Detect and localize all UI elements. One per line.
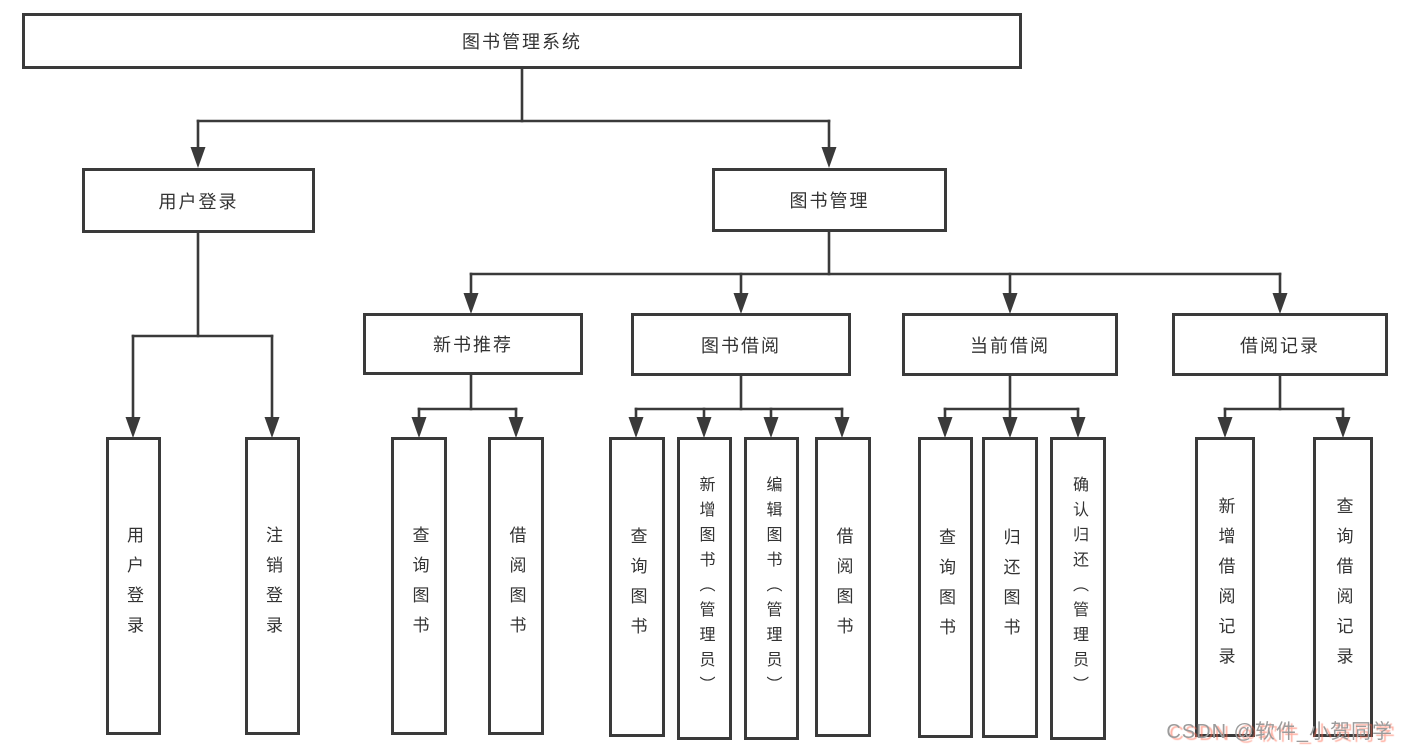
- leaf-br-query-record-label: 查询借阅记录: [1333, 497, 1353, 677]
- leaf-cb-return-books-label: 归还图书: [1000, 527, 1020, 648]
- leaf-br-add-record: 新增借阅记录: [1195, 437, 1255, 737]
- leaf-logout: 注销登录: [245, 437, 300, 735]
- leaf-logout-label: 注销登录: [263, 526, 282, 646]
- leaf-br-query-record: 查询借阅记录: [1313, 437, 1373, 737]
- node-user-login-label: 用户登录: [158, 191, 239, 212]
- node-book-borrow: 图书借阅: [631, 313, 851, 376]
- leaf-bb-query-books-label: 查询图书: [627, 527, 647, 647]
- node-current-borrow: 当前借阅: [902, 313, 1118, 376]
- leaf-br-add-record-label: 新增借阅记录: [1215, 497, 1235, 677]
- node-root: 图书管理系统: [22, 13, 1022, 69]
- leaf-user-login-label: 用户登录: [124, 526, 143, 646]
- node-new-book-recommend-label: 新书推荐: [433, 335, 513, 355]
- node-root-label: 图书管理系统: [462, 32, 582, 52]
- leaf-cb-query-books-label: 查询图书: [936, 527, 955, 648]
- leaf-cb-return-books: 归还图书: [982, 437, 1038, 738]
- node-borrow-records-label: 借阅记录: [1240, 335, 1320, 356]
- leaf-bb-add-books-admin: 新增图书（管理员）: [677, 437, 732, 740]
- node-borrow-records: 借阅记录: [1172, 313, 1388, 376]
- leaf-user-login: 用户登录: [106, 437, 161, 735]
- leaf-nb-query-books: 查询图书: [391, 437, 447, 735]
- leaf-bb-edit-books-admin: 编辑图书（管理员）: [744, 437, 799, 740]
- node-book-management-label: 图书管理: [789, 191, 870, 211]
- node-book-management: 图书管理: [712, 168, 947, 232]
- node-current-borrow-label: 当前借阅: [970, 335, 1050, 356]
- leaf-bb-edit-books-admin-label: 编辑图书（管理员）: [763, 476, 781, 701]
- csdn-watermark: CSDN @软件_小贺同学: [1166, 721, 1393, 743]
- leaf-nb-query-books-label: 查询图书: [409, 526, 429, 646]
- leaf-bb-borrow-books: 借阅图书: [815, 437, 871, 737]
- node-book-borrow-label: 图书借阅: [701, 335, 781, 356]
- node-new-book-recommend: 新书推荐: [363, 313, 583, 375]
- leaf-bb-add-books-admin-label: 新增图书（管理员）: [696, 476, 714, 701]
- leaf-bb-query-books: 查询图书: [609, 437, 665, 737]
- node-user-login: 用户登录: [82, 168, 315, 233]
- leaf-bb-borrow-books-label: 借阅图书: [833, 527, 853, 647]
- leaf-nb-borrow-books: 借阅图书: [488, 437, 544, 735]
- leaf-cb-query-books: 查询图书: [918, 437, 973, 738]
- leaf-nb-borrow-books-label: 借阅图书: [506, 526, 526, 646]
- leaf-cb-confirm-return-admin-label: 确认归还（管理员）: [1070, 476, 1087, 701]
- leaf-cb-confirm-return-admin: 确认归还（管理员）: [1050, 437, 1106, 740]
